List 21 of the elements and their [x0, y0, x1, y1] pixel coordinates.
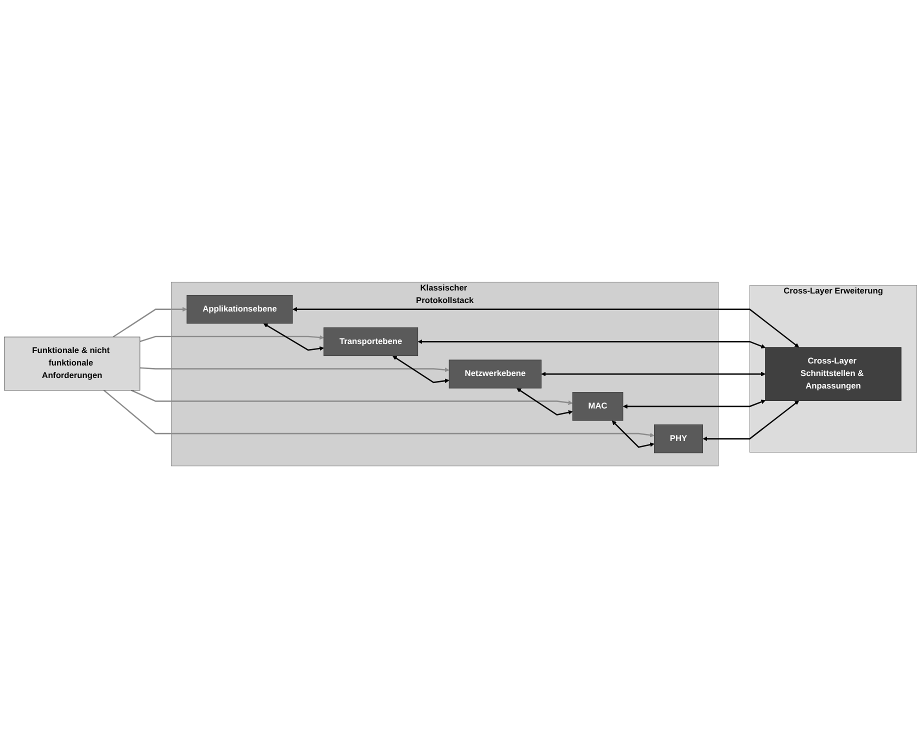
node-box: PHY [654, 424, 704, 454]
node-box: Transportebene [324, 327, 418, 356]
arrow [541, 372, 766, 376]
arrow [130, 390, 573, 405]
arrow [418, 339, 766, 348]
arrow [702, 400, 800, 442]
arrow [622, 400, 766, 409]
node-box: Applikationsebene [186, 294, 293, 324]
arrow [140, 367, 450, 372]
node-box: Funktionale & nicht funktionale Anforderungen [4, 336, 140, 390]
arrow [112, 306, 188, 338]
node-box: MAC [572, 392, 624, 421]
arrow [292, 306, 800, 348]
arrow [516, 388, 573, 416]
node-box: Netzwerkebene [448, 360, 542, 388]
arrow [140, 335, 324, 342]
arrow [392, 356, 450, 384]
arrow [103, 390, 654, 438]
arrow [612, 420, 654, 448]
node-box: Cross-Layer Schnittstellen & Anpassungen [765, 347, 902, 401]
arrow [263, 323, 324, 351]
